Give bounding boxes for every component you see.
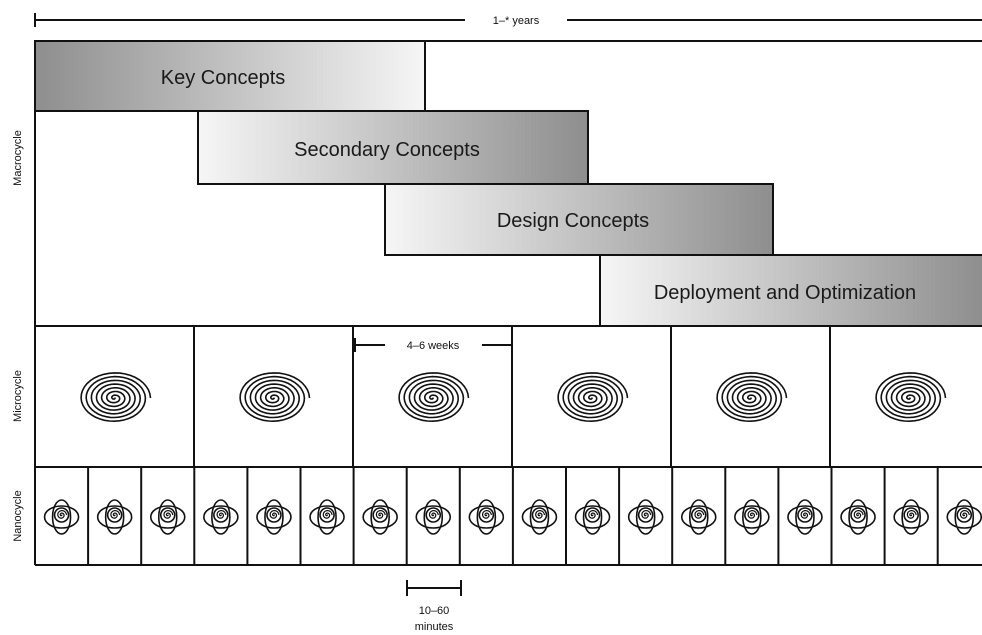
microcycle-region: 4–6 weeks Microcycle xyxy=(12,325,982,468)
nanocycle-label: Nanocycle xyxy=(12,490,24,541)
nanocycle-cell xyxy=(352,467,398,565)
nanocycle-cell xyxy=(883,467,929,565)
deployment-optimization-label: Deployment and Optimization xyxy=(654,282,916,304)
orbit-icon xyxy=(840,499,876,535)
microcycle-cell xyxy=(670,326,788,467)
nanocycle-cell xyxy=(830,467,876,565)
nano-duration-line2: minutes xyxy=(415,621,454,633)
orbit-icon xyxy=(627,499,664,535)
nano-duration-line1: 10–60 xyxy=(419,605,450,617)
micro-duration-marker: 4–6 weeks xyxy=(354,337,513,353)
nanocycle-cell xyxy=(777,467,823,565)
timeline: 1–* years xyxy=(34,13,982,27)
orbit-icon xyxy=(734,499,770,535)
orbit-icon xyxy=(256,499,292,535)
nanocycle-cell xyxy=(618,467,664,565)
nanocycle-cell xyxy=(405,467,452,565)
spiral-icon xyxy=(239,372,311,423)
nanocycle-cell xyxy=(565,467,611,565)
orbit-icon xyxy=(43,499,80,535)
orbit-icon xyxy=(415,499,452,535)
nanocycle-cell xyxy=(193,467,239,565)
design-concepts-bar xyxy=(384,183,774,256)
macrocycle-label: Macrocycle xyxy=(12,130,24,186)
nanocycle-cell xyxy=(458,467,505,565)
nanocycle-cell xyxy=(671,467,717,565)
orbit-icon xyxy=(468,499,505,535)
secondary-concepts-label: Secondary Concepts xyxy=(294,139,480,161)
orbit-icon xyxy=(946,499,982,535)
spiral-icon xyxy=(716,372,788,423)
spiral-icon xyxy=(557,372,629,423)
microcycle-cell xyxy=(352,326,470,467)
nanocycle-cell xyxy=(936,467,982,565)
spiral-icon xyxy=(80,372,152,423)
nanocycle-region: Nanocycle 10–60 minutes xyxy=(12,467,982,633)
nanocycle-cell xyxy=(43,499,80,535)
orbit-icon xyxy=(521,499,558,535)
nanocycle-cell xyxy=(140,467,186,565)
orbit-icon xyxy=(149,499,186,535)
key-concepts-label: Key Concepts xyxy=(161,67,286,89)
spiral-icon xyxy=(398,372,470,423)
nanocycle-cell xyxy=(246,467,292,565)
macrocycle-region: Key Concepts Secondary Concepts Design C… xyxy=(12,40,982,565)
orbit-icon xyxy=(787,499,823,535)
microcycle-cell xyxy=(829,326,947,467)
microcycle-cell xyxy=(80,372,152,423)
nanocycle-cell xyxy=(299,467,345,565)
nanocycle-cell xyxy=(724,467,770,565)
key-concepts-bar xyxy=(34,40,426,112)
orbit-icon xyxy=(96,499,133,535)
orbit-icon xyxy=(680,499,717,535)
micro-duration-label: 4–6 weeks xyxy=(407,340,460,352)
nanocycle-cell xyxy=(511,467,558,565)
microcycle-cell xyxy=(511,326,629,467)
orbit-icon xyxy=(362,499,398,535)
orbit-icon xyxy=(309,499,345,535)
microcycle-label: Microcycle xyxy=(12,370,24,422)
nanocycle-cell xyxy=(87,467,133,565)
orbit-icon xyxy=(574,499,611,535)
microcycle-cell xyxy=(193,326,311,467)
design-concepts-label: Design Concepts xyxy=(497,210,649,232)
orbit-icon xyxy=(203,499,239,535)
nano-duration-marker: 10–60 minutes xyxy=(406,580,462,633)
timeline-label: 1–* years xyxy=(493,15,540,27)
orbit-icon xyxy=(893,499,929,535)
spiral-icon xyxy=(875,372,947,423)
